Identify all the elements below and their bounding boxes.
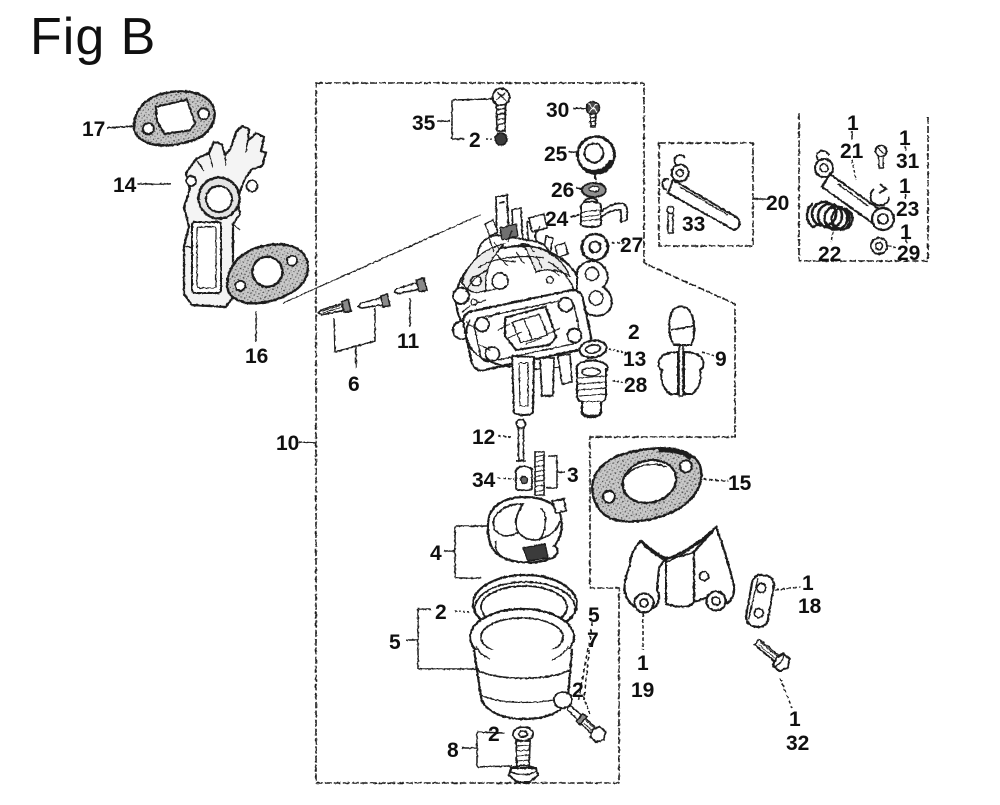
- svg-text:3: 3: [567, 464, 579, 487]
- svg-text:2: 2: [572, 679, 584, 702]
- svg-text:32: 32: [786, 732, 809, 755]
- svg-text:26: 26: [551, 179, 574, 202]
- svg-text:9: 9: [715, 348, 727, 371]
- svg-text:2: 2: [469, 129, 481, 152]
- svg-text:33: 33: [682, 213, 705, 236]
- svg-text:Fig B: Fig B: [30, 8, 156, 66]
- svg-text:5: 5: [588, 604, 600, 627]
- svg-text:14: 14: [113, 174, 137, 197]
- svg-text:12: 12: [472, 426, 495, 449]
- svg-text:2: 2: [628, 321, 640, 344]
- svg-text:21: 21: [840, 140, 864, 163]
- svg-text:29: 29: [897, 242, 920, 265]
- svg-text:2: 2: [435, 601, 447, 624]
- svg-text:24: 24: [545, 208, 569, 231]
- svg-text:1: 1: [637, 652, 649, 675]
- svg-text:27: 27: [620, 234, 643, 257]
- svg-text:34: 34: [472, 469, 496, 492]
- svg-text:28: 28: [624, 374, 648, 397]
- svg-text:2: 2: [488, 723, 500, 746]
- svg-text:8: 8: [447, 739, 459, 762]
- svg-text:15: 15: [728, 472, 752, 495]
- svg-text:20: 20: [766, 192, 789, 215]
- svg-text:5: 5: [389, 631, 401, 654]
- svg-text:1: 1: [899, 175, 911, 198]
- svg-text:31: 31: [896, 150, 920, 173]
- svg-text:1: 1: [802, 572, 814, 595]
- svg-text:23: 23: [896, 198, 919, 221]
- svg-text:6: 6: [348, 373, 360, 396]
- svg-text:30: 30: [546, 99, 569, 122]
- svg-text:16: 16: [245, 345, 268, 368]
- svg-text:1: 1: [789, 708, 801, 731]
- svg-text:22: 22: [818, 243, 841, 266]
- svg-text:1: 1: [900, 221, 912, 244]
- svg-text:19: 19: [631, 679, 654, 702]
- svg-text:18: 18: [798, 595, 822, 618]
- svg-text:4: 4: [430, 542, 442, 565]
- svg-text:11: 11: [397, 330, 420, 353]
- svg-text:25: 25: [544, 143, 568, 166]
- svg-text:1: 1: [899, 127, 911, 150]
- svg-text:13: 13: [623, 348, 646, 371]
- svg-text:7: 7: [587, 629, 599, 652]
- svg-text:1: 1: [847, 112, 859, 135]
- svg-text:10: 10: [276, 432, 299, 455]
- svg-text:17: 17: [82, 118, 105, 141]
- svg-text:35: 35: [412, 112, 436, 135]
